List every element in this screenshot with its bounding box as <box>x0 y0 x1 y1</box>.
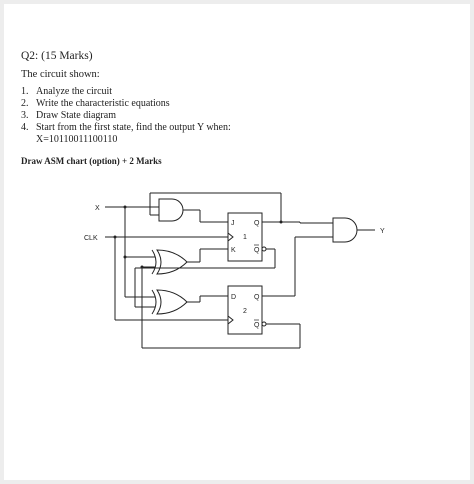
xor-gate-1-curve <box>151 249 157 275</box>
ff1-k-label: K <box>231 247 236 254</box>
task-number: 4. <box>21 122 29 133</box>
input-sequence: X=10110011100110 <box>36 134 118 145</box>
wiring <box>105 192 375 349</box>
d-flip-flop <box>227 285 263 335</box>
list-item: 4. Start from the first state, find the o… <box>21 122 231 134</box>
task-number: 3. <box>21 110 29 121</box>
inverted-output-icon <box>261 246 267 252</box>
ff2-number: 2 <box>243 308 247 315</box>
clock-input-icon <box>227 315 234 325</box>
ff2-qbar-label: Q <box>254 322 260 329</box>
input-x-label: X <box>95 205 100 212</box>
task-text: Write the characteristic equations <box>36 98 170 109</box>
task-text: Draw State diagram <box>36 110 116 121</box>
task-text: Start from the first state, find the out… <box>36 122 231 133</box>
clock-input-icon <box>227 232 234 242</box>
ff1-j-label: J <box>231 220 235 227</box>
xor-gate-1 <box>156 249 188 275</box>
question-intro: The circuit shown: <box>21 69 100 80</box>
inverted-output-icon <box>261 321 267 327</box>
junction-dots <box>113 205 283 269</box>
ff1-q-label: Q <box>254 220 260 227</box>
task-number: 2. <box>21 98 29 109</box>
and-gate-1 <box>158 198 184 222</box>
xor-gate-2-curve <box>151 289 157 315</box>
xor-gate-2 <box>156 289 188 315</box>
list-item: 2. Write the characteristic equations <box>21 98 231 110</box>
task-list: 1. Analyze the circuit 2. Write the charac… <box>21 86 231 134</box>
document-page <box>4 4 470 480</box>
task-text: Analyze the circuit <box>36 86 113 97</box>
input-clk-label: CLK <box>84 235 98 242</box>
output-y-label: Y <box>380 228 385 235</box>
list-item: 1. Analyze the circuit <box>21 86 231 98</box>
ff2-d-label: D <box>231 294 236 301</box>
ff1-qbar-label: Q <box>254 247 260 254</box>
and-gate-output <box>332 217 358 243</box>
list-item: 3. Draw State diagram <box>21 110 231 122</box>
ff2-q-label: Q <box>254 294 260 301</box>
task-number: 1. <box>21 86 29 97</box>
question-title: Q2: (15 Marks) <box>21 50 93 62</box>
ff1-number: 1 <box>243 234 247 241</box>
asm-chart-note: Draw ASM chart (option) + 2 Marks <box>21 156 162 166</box>
